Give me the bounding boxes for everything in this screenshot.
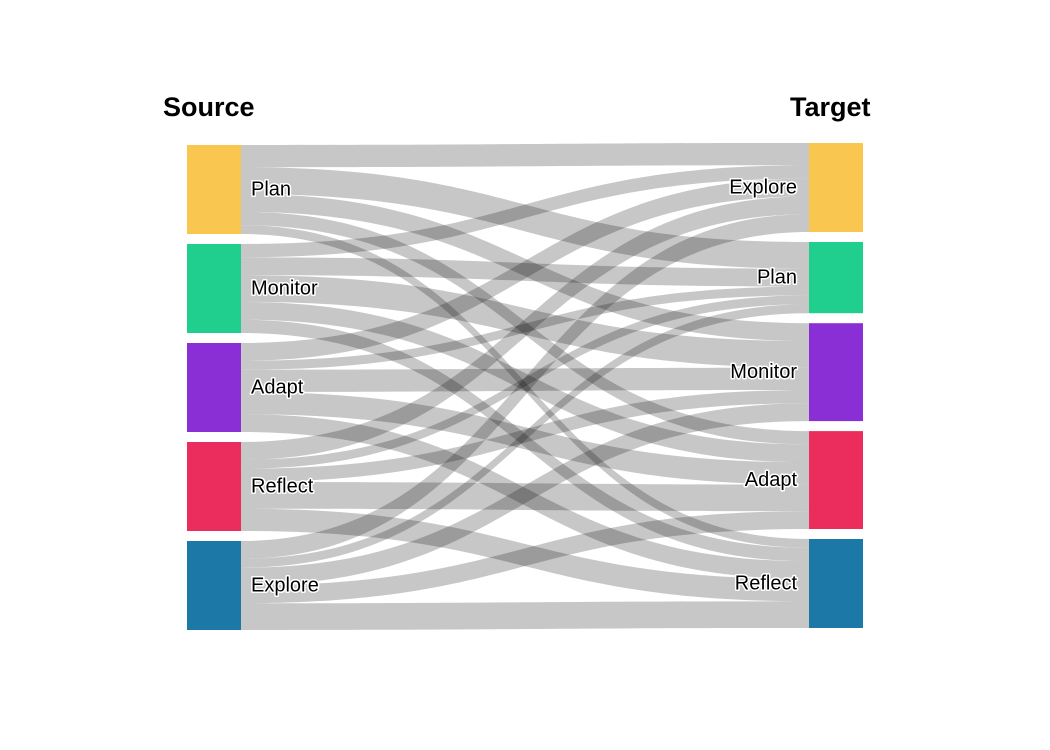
sankey-link-plan-to-adapt[interactable]	[241, 211, 809, 445]
sankey-link-plan-to-explore[interactable]	[241, 143, 809, 168]
sankey-source-label-reflect: Reflect	[251, 476, 314, 498]
sankey-source-node-explore[interactable]	[187, 541, 241, 630]
sankey-source-node-reflect[interactable]	[187, 442, 241, 531]
sankey-target-node-explore[interactable]	[809, 143, 863, 232]
sankey-target-label-reflect: Reflect	[735, 573, 798, 595]
sankey-link-explore-to-adapt[interactable]	[241, 511, 809, 604]
sankey-link-monitor-to-explore[interactable]	[241, 165, 809, 258]
sankey-target-label-adapt: Adapt	[745, 469, 798, 491]
sankey-link-monitor-to-reflect[interactable]	[241, 319, 809, 562]
sankey-target-label-plan: Plan	[757, 267, 797, 289]
sankey-source-node-monitor[interactable]	[187, 244, 241, 333]
sankey-source-node-adapt[interactable]	[187, 343, 241, 432]
sankey-link-monitor-to-plan[interactable]	[241, 257, 809, 287]
sankey-link-reflect-to-monitor[interactable]	[241, 389, 809, 483]
sankey-link-plan-to-plan[interactable]	[241, 167, 809, 269]
sankey-source-label-plan: Plan	[251, 179, 291, 201]
sankey-link-monitor-to-adapt[interactable]	[241, 301, 809, 463]
sankey-link-adapt-to-plan[interactable]	[241, 286, 809, 370]
sankey-link-reflect-to-adapt[interactable]	[241, 482, 809, 512]
source-column-header: Source	[163, 92, 255, 122]
sankey-target-label-monitor: Monitor	[730, 361, 797, 383]
sankey-target-node-reflect[interactable]	[809, 539, 863, 628]
sankey-target-node-adapt[interactable]	[809, 431, 863, 529]
sankey-source-node-plan[interactable]	[187, 145, 241, 234]
sankey-link-reflect-to-explore[interactable]	[241, 196, 809, 460]
sankey-link-plan-to-monitor[interactable]	[241, 193, 809, 341]
sankey-source-label-adapt: Adapt	[251, 377, 304, 399]
sankey-link-adapt-to-explore[interactable]	[241, 178, 809, 361]
sankey-link-explore-to-explore[interactable]	[241, 214, 809, 559]
sankey-target-label-explore: Explore	[729, 177, 797, 199]
sankey-link-plan-to-reflect[interactable]	[241, 225, 809, 548]
sankey-link-monitor-to-monitor[interactable]	[241, 275, 809, 368]
sankey-link-reflect-to-plan[interactable]	[241, 295, 809, 469]
sankey-source-label-explore: Explore	[251, 575, 319, 597]
sankey-link-reflect-to-reflect[interactable]	[241, 508, 809, 602]
sankey-link-explore-to-monitor[interactable]	[241, 403, 809, 586]
sankey-target-node-monitor[interactable]	[809, 323, 863, 422]
target-column-header: Target	[790, 92, 871, 122]
sankey-link-adapt-to-reflect[interactable]	[241, 414, 809, 580]
sankey-target-node-plan[interactable]	[809, 242, 863, 314]
sankey-link-explore-to-reflect[interactable]	[241, 601, 809, 630]
sankey-link-adapt-to-adapt[interactable]	[241, 391, 809, 485]
sankey-source-label-monitor: Monitor	[251, 278, 318, 300]
sankey-link-explore-to-plan[interactable]	[241, 304, 809, 568]
sankey-link-adapt-to-monitor[interactable]	[241, 367, 809, 392]
